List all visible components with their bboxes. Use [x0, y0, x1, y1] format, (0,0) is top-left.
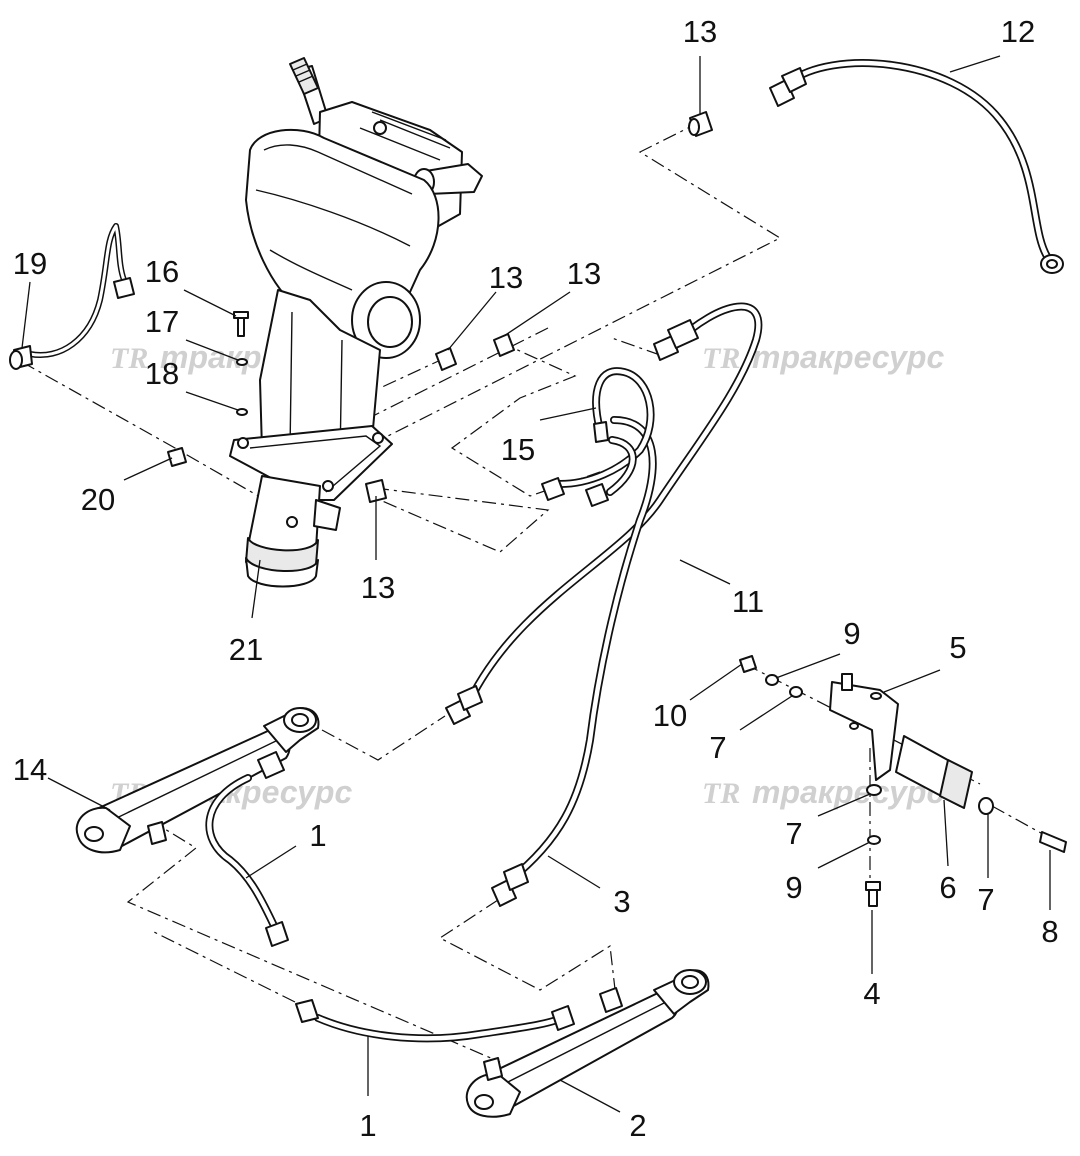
callout-13: 13 [361, 570, 395, 605]
hose-11 [445, 302, 763, 725]
cylinder-14 [75, 707, 320, 854]
callout-8: 8 [1041, 914, 1058, 949]
cylinder-2 [465, 969, 710, 1118]
watermark-logo: TR [702, 777, 740, 810]
callout-10: 10 [653, 698, 687, 733]
callout-20: 20 [81, 482, 115, 517]
watermark-bottom-right: TR тракресурс [702, 774, 944, 810]
hose-15 [541, 367, 655, 507]
callout-3: 3 [613, 884, 630, 919]
leader-lines [21, 55, 1051, 1113]
control-console-assembly [229, 57, 483, 588]
callout-19: 19 [13, 246, 47, 281]
callout-4: 4 [863, 976, 880, 1011]
callout-7: 7 [977, 882, 994, 917]
callout-17: 17 [145, 304, 179, 339]
fittings-upper [167, 111, 713, 503]
callout-9: 9 [785, 870, 802, 905]
callout-7: 7 [709, 730, 726, 765]
callout-2: 2 [629, 1108, 646, 1143]
callout-11: 11 [732, 584, 764, 619]
callout-6: 6 [939, 870, 956, 905]
hose-12 [769, 59, 1064, 274]
callout-13: 13 [489, 260, 523, 295]
bracket-assembly [739, 655, 1067, 907]
callout-21: 21 [229, 632, 263, 667]
callout-labels: 13 12 19 16 17 18 13 13 15 20 13 21 11 5… [13, 14, 1059, 1143]
callout-13: 13 [683, 14, 717, 49]
hose-3 [491, 416, 657, 907]
callout-15: 15 [501, 432, 535, 467]
callout-5: 5 [949, 630, 966, 665]
callout-18: 18 [145, 356, 179, 391]
callout-16: 16 [145, 254, 179, 289]
hose-1-lower [295, 999, 575, 1043]
watermark-text: тракресурс [752, 339, 944, 375]
hose-1-upper [205, 774, 289, 947]
callout-1: 1 [359, 1108, 376, 1143]
watermark-logo: TR [110, 342, 148, 375]
callout-1: 1 [309, 818, 326, 853]
watermark-logo: TR [702, 342, 740, 375]
hose-19 [9, 223, 135, 370]
callout-13: 13 [567, 256, 601, 291]
callout-7: 7 [785, 816, 802, 851]
watermark-top-right: TR тракресурс [702, 339, 944, 375]
callout-14: 14 [13, 752, 47, 787]
callout-12: 12 [1001, 14, 1035, 49]
callout-9: 9 [843, 616, 860, 651]
